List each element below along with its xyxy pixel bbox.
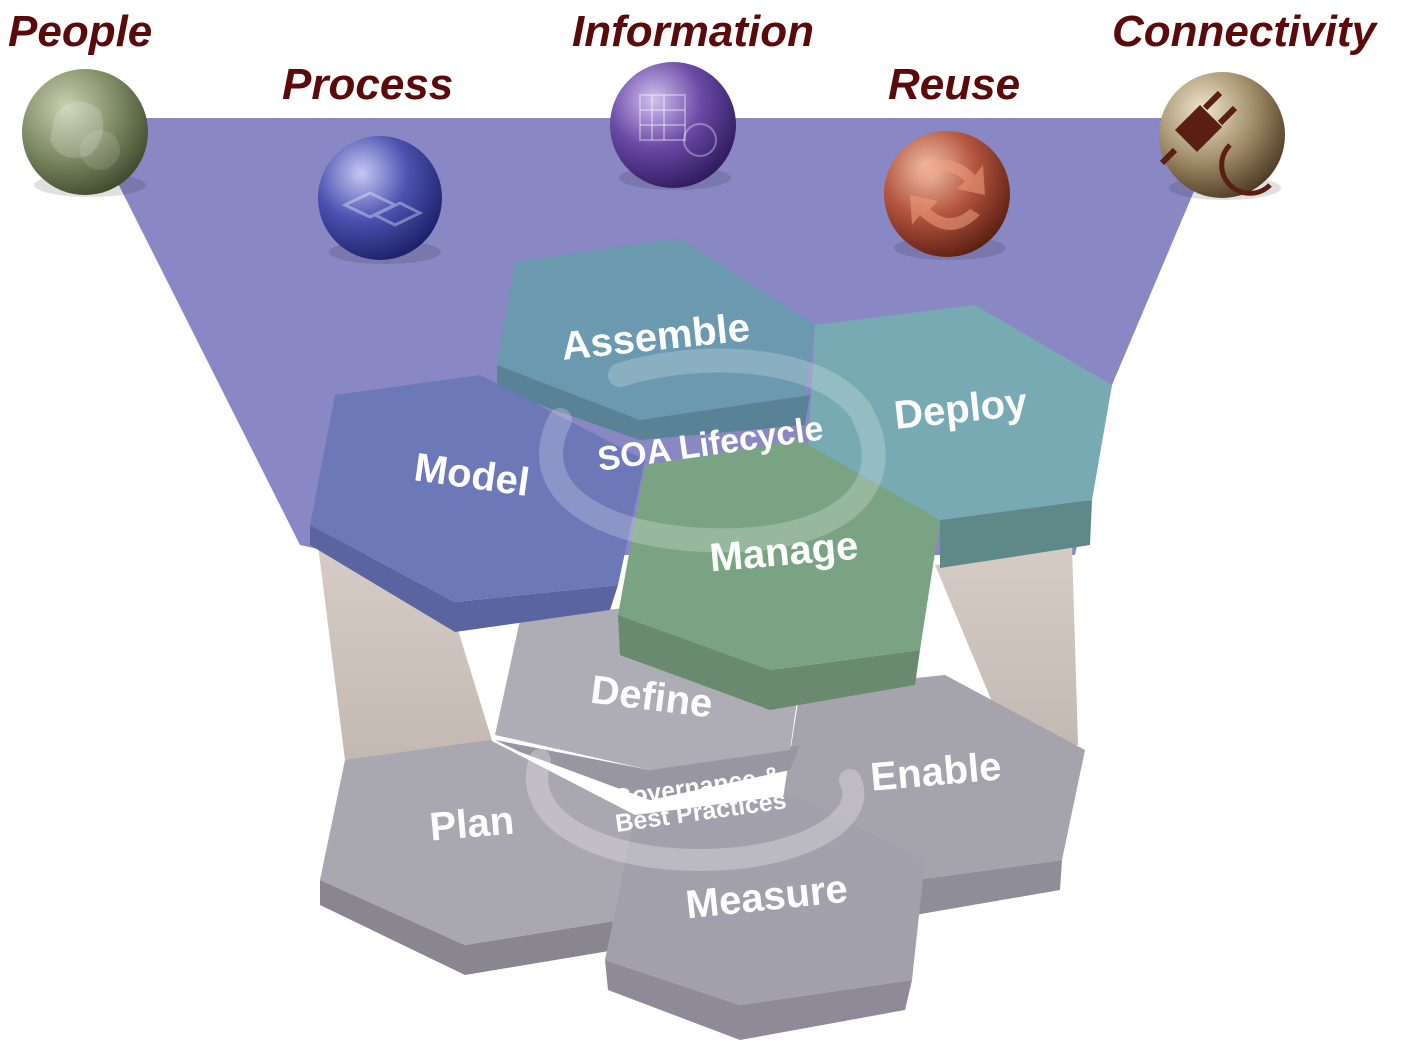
plan-hex[interactable]	[320, 740, 635, 945]
manage-hex[interactable]	[618, 440, 940, 670]
reuse-icon	[884, 131, 1010, 260]
assemble-hex-side	[497, 365, 810, 440]
governance-cycle-arrow	[526, 749, 865, 872]
deploy-hex[interactable]	[808, 305, 1112, 520]
governance-layer	[320, 605, 1085, 1040]
measure-hex[interactable]	[605, 795, 925, 1005]
pillar-label-process: Process	[282, 60, 454, 109]
process-icon	[318, 136, 442, 264]
information-icon	[610, 62, 736, 190]
define-hex-side	[495, 740, 800, 800]
connectivity-icon	[1159, 72, 1285, 200]
lifecycle-layer	[310, 238, 1112, 710]
enable-hex-side	[778, 830, 1062, 915]
deploy-hex-side	[850, 460, 1092, 568]
pillar-label-information: Information	[572, 7, 814, 56]
right-post	[935, 545, 1078, 745]
lifecycle-cycle-arrow	[539, 348, 886, 553]
pillar-label-connectivity: Connectivity	[1112, 7, 1377, 56]
plan-label: Plan	[428, 798, 516, 849]
people-icon	[22, 69, 148, 197]
model-hex[interactable]	[310, 375, 645, 602]
model-hex-side	[310, 525, 618, 632]
plan-hex-side	[320, 880, 620, 975]
pillar-label-people: People	[8, 7, 153, 56]
assemble-hex[interactable]	[497, 238, 815, 420]
pillar-label-reuse: Reuse	[888, 60, 1021, 109]
manage-hex-side	[618, 615, 920, 710]
left-post	[318, 545, 498, 760]
measure-hex-side	[605, 960, 912, 1040]
